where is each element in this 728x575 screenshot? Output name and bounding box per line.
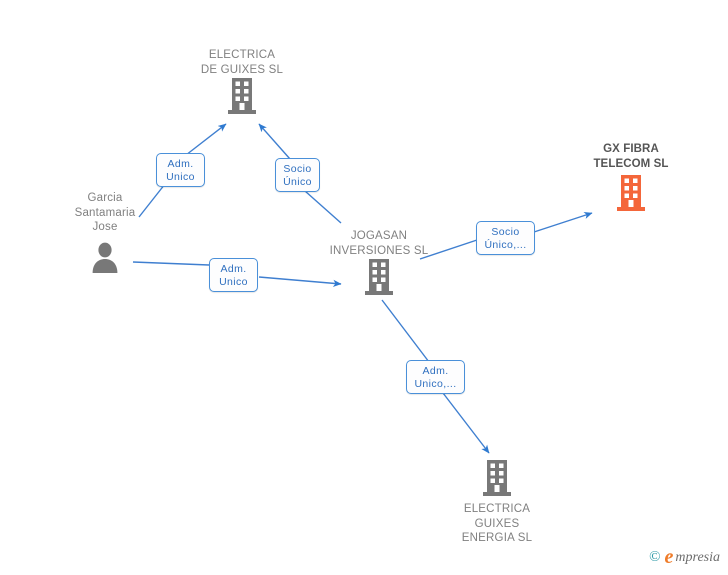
edge-label-garcia-to-jogasan[interactable]: Adm. Unico — [209, 258, 258, 292]
edge-label-jogasan-to-electrica-de-guixes[interactable]: Socio Único — [275, 158, 320, 192]
node-electrica-guixes-energia-sl[interactable]: ELECTRICA GUIXES ENERGIA SL — [417, 459, 577, 546]
node-label-electrica-de-guixes-sl: ELECTRICA DE GUIXES SL — [200, 49, 284, 76]
copyright-icon: © — [649, 549, 661, 565]
edge-jogasan-to-gx-fibra-right — [533, 211, 593, 233]
person-icon — [92, 242, 118, 273]
node-gx-fibra-telecom-sl[interactable]: GX FIBRA TELECOM SL — [551, 142, 711, 212]
node-jogasan-inversiones-sl[interactable]: JOGASAN INVERSIONES SL — [299, 229, 459, 296]
edge-jogasan-to-electrica-de-guixes-upper — [258, 123, 291, 160]
building-icon — [228, 78, 256, 114]
node-label-electrica-guixes-energia-sl: ELECTRICA GUIXES ENERGIA SL — [461, 503, 533, 544]
edge-jogasan-to-energia-lower — [442, 392, 490, 454]
node-garcia-santamaria-jose[interactable]: Garcia Santamaria Jose — [25, 191, 185, 273]
node-label-gx-fibra-telecom-sl: GX FIBRA TELECOM SL — [593, 143, 669, 170]
node-label-jogasan-inversiones-sl: JOGASAN INVERSIONES SL — [329, 230, 429, 257]
edge-label-jogasan-to-energia[interactable]: Adm. Unico,... — [406, 360, 465, 394]
empresia-logo-initial: e — [664, 546, 674, 568]
edge-label-jogasan-to-gx-fibra[interactable]: Socio Único,... — [476, 221, 535, 255]
building-icon — [617, 175, 645, 211]
building-icon — [483, 460, 511, 496]
empresia-logo-text: mpresia — [675, 549, 720, 565]
edge-jogasan-to-energia-upper — [381, 299, 430, 363]
edge-jogasan-to-electrica-de-guixes-lower — [304, 190, 342, 224]
node-label-garcia-santamaria-jose: Garcia Santamaria Jose — [74, 192, 136, 233]
building-icon — [365, 259, 393, 295]
edge-garcia-to-electrica-de-guixes-upper — [185, 123, 227, 156]
node-electrica-de-guixes-sl[interactable]: ELECTRICA DE GUIXES SL — [162, 48, 322, 115]
empresia-watermark: © e mpresia — [649, 546, 720, 568]
edge-label-garcia-to-electrica-de-guixes[interactable]: Adm. Unico — [156, 153, 205, 187]
